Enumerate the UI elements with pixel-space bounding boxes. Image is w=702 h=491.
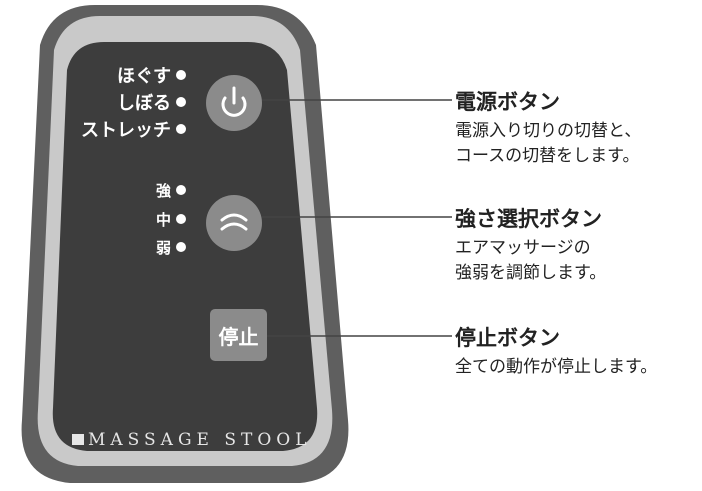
mode-label-1: ほぐす [117,66,171,87]
intensity-label-strong: 強 [155,182,171,200]
power-icon [221,86,247,117]
brand-text: MASSAGE STOOL [88,430,312,450]
intensity-led-3 [176,242,186,252]
square-mark-icon [72,434,84,445]
mode-led-2 [176,97,186,107]
mode-label-3: ストレッチ [81,120,171,141]
power-callout-title: 電源ボタン [455,90,560,114]
stop-callout-desc-1: 全ての動作が停止します。 [455,357,658,377]
stop-button[interactable]: 停止 [210,309,267,361]
mode-led-3 [176,124,186,134]
strength-callout-desc-1: エアマッサージの [455,238,591,258]
strength-callout-title: 強さ選択ボタン [455,207,602,231]
strength-button[interactable] [206,195,262,251]
intensity-led-1 [176,185,186,195]
power-button[interactable] [206,75,262,131]
intensity-label-medium: 中 [155,211,171,229]
strength-callout-desc-2: 強弱を調節します。 [455,263,607,283]
power-callout-desc-1: 電源入り切りの切替と、 [455,121,642,141]
wave-icon [220,213,248,231]
stop-callout-title: 停止ボタン [455,326,560,350]
intensity-led-2 [176,214,186,224]
power-callout-desc-2: コースの切替をします。 [455,146,640,166]
mode-led-1 [176,70,186,80]
intensity-label-weak: 弱 [155,239,171,257]
mode-label-2: しぼる [117,93,171,114]
brand-logo: MASSAGE STOOL [72,430,322,450]
